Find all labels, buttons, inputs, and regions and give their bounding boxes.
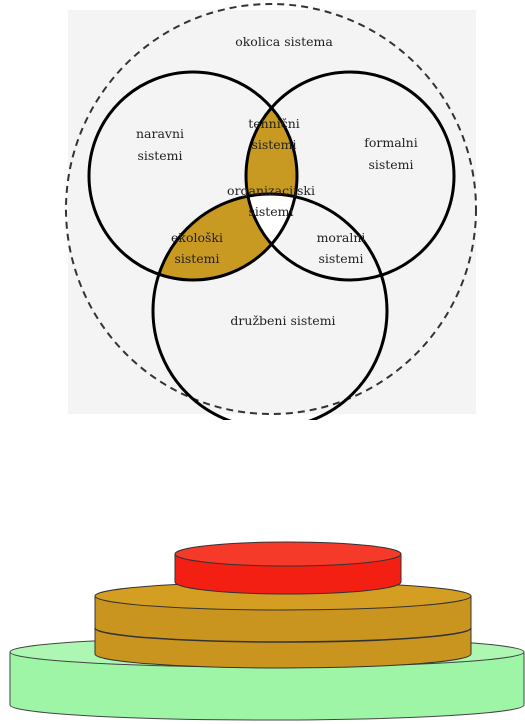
moral-systems-label-line2: sistemi — [318, 251, 363, 266]
organizational-systems-label-line2: sistemi — [248, 204, 293, 219]
social-systems-label: družbeni sistemi — [230, 313, 335, 328]
formal-systems-circle — [244, 70, 456, 282]
formal-systems-label-line2: sistemi — [368, 157, 413, 172]
ecological-region — [153, 194, 297, 280]
natural-systems-label-line1: naravni — [136, 126, 184, 141]
technical-systems-label-line1: tehnični — [248, 116, 300, 131]
top-disc — [174, 541, 402, 595]
ecological-systems-label-line1: ekološki — [171, 230, 223, 245]
venn-diagram: okolica sistema naravni sistemi tehnični… — [65, 3, 477, 420]
natural-systems-circle — [87, 70, 299, 282]
formal-systems-label-line1: formalni — [364, 135, 417, 150]
natural-systems-label-line2: sistemi — [137, 148, 182, 163]
environment-label: okolica sistema — [235, 34, 333, 49]
environment-boundary — [65, 3, 477, 415]
social-systems-circle — [151, 192, 389, 420]
middle-discs — [94, 581, 472, 669]
ecological-systems-label-line2: sistemi — [174, 251, 219, 266]
organizational-systems-label-line1: organizacijski — [227, 183, 315, 198]
stacked-discs-diagram — [9, 541, 525, 721]
moral-systems-label-line1: moralni — [317, 230, 366, 245]
technical-systems-label-line2: sistemi — [251, 137, 296, 152]
